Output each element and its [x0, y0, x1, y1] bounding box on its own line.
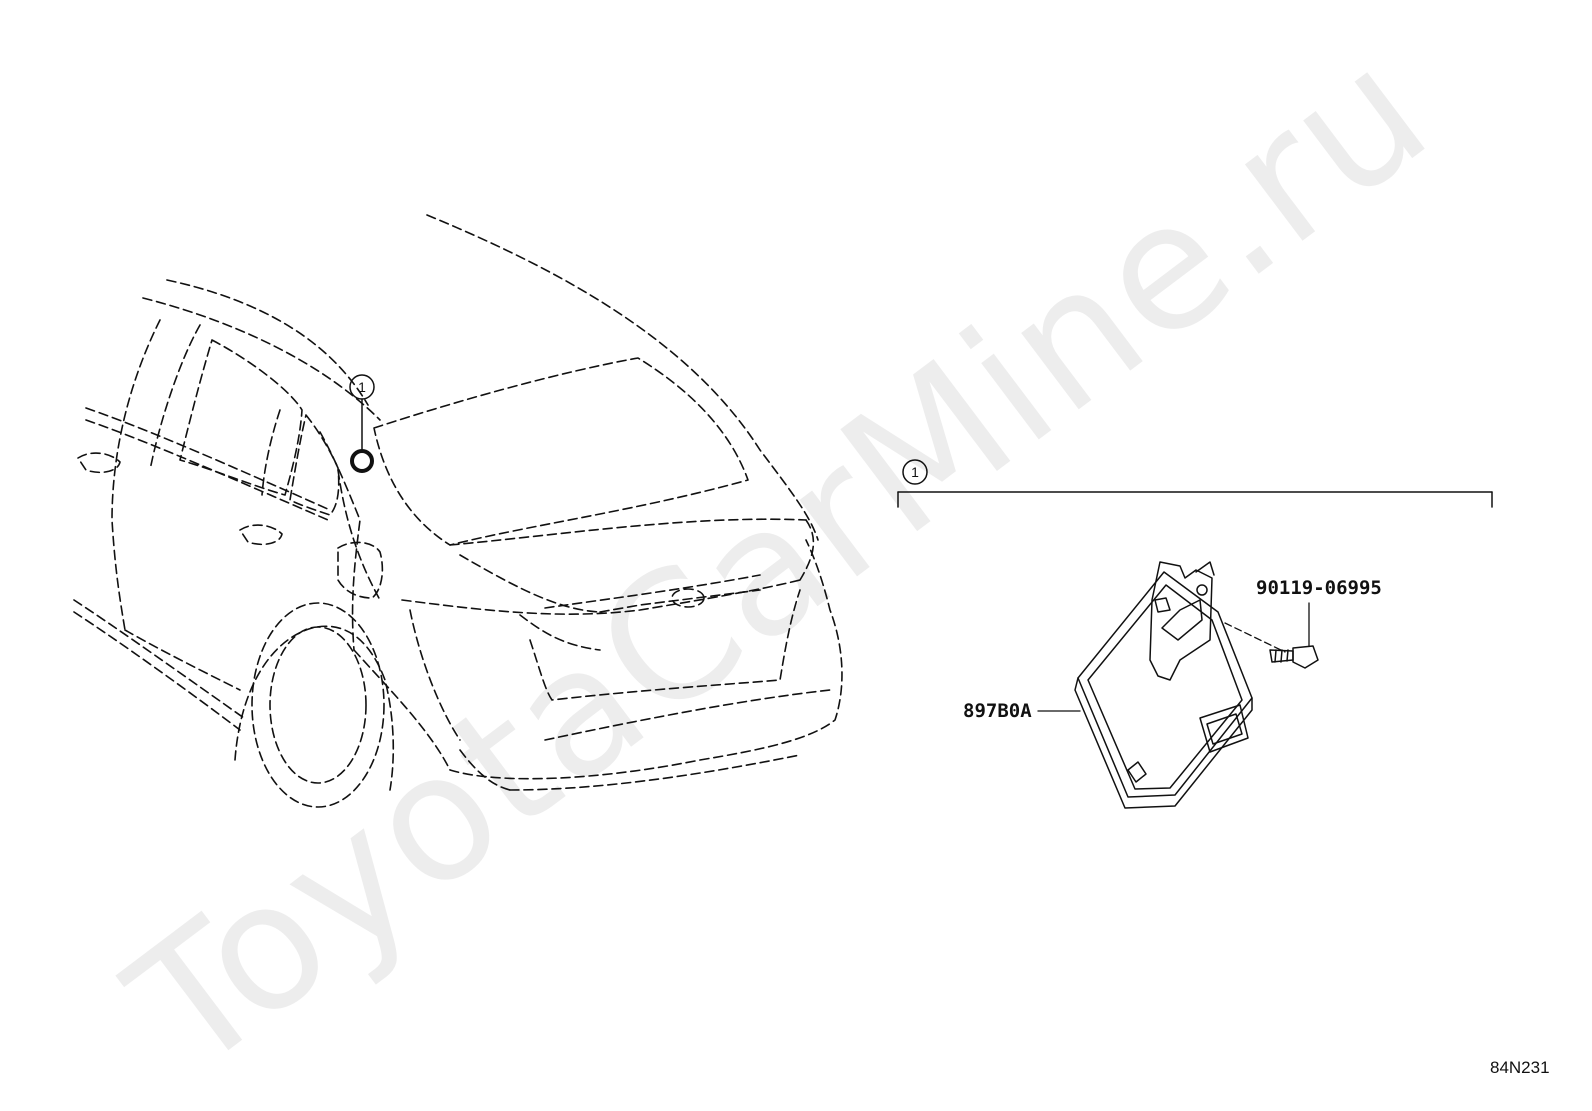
module-part-number[interactable]: 897B0A	[963, 700, 1032, 722]
vehicle-callout-number: 1	[358, 379, 366, 395]
vehicle-callout	[349, 374, 375, 473]
bolt-install-path	[1224, 622, 1286, 653]
group-callout-number: 1	[911, 464, 919, 480]
control-module	[1074, 561, 1253, 809]
group-bracket	[897, 459, 1493, 508]
bolt-part-number[interactable]: 90119-06995	[1256, 577, 1382, 599]
bolt-part	[1269, 645, 1319, 669]
figure-reference: 84N231	[1490, 1058, 1550, 1077]
vehicle-outline	[73, 214, 843, 808]
